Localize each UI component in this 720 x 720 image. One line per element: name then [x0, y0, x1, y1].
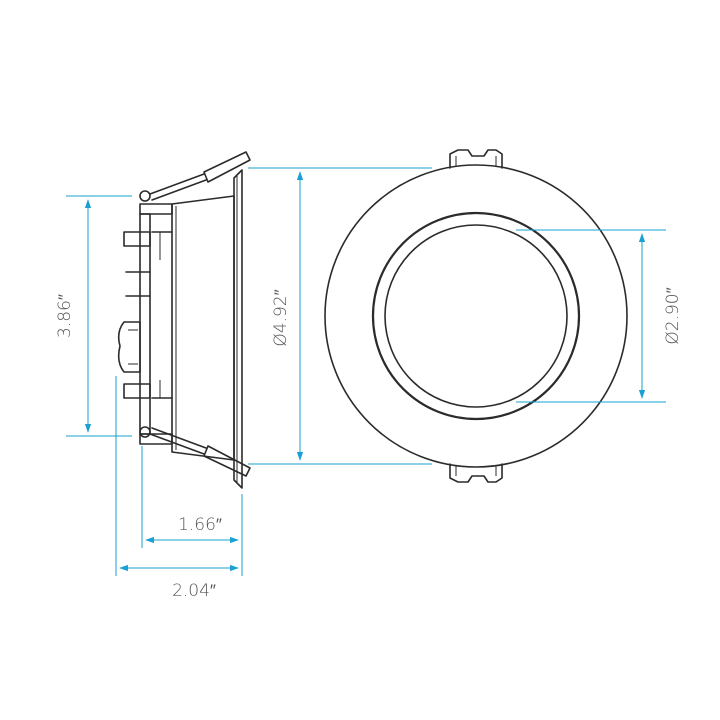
bottom-cap — [139, 433, 173, 445]
front-view — [324, 149, 628, 483]
top-cap — [139, 203, 173, 215]
aperture-diameter-label: Ø2.90″ — [663, 287, 683, 344]
top-clip-housing — [449, 149, 503, 169]
heat-sink-fins — [123, 231, 173, 399]
bottom-clip-housing — [449, 463, 503, 483]
trim-flange — [233, 169, 243, 489]
lens-circle — [384, 224, 568, 408]
trim-outer-circle — [324, 164, 628, 468]
body-depth-dimension — [141, 446, 243, 576]
height-label: 3.86″ — [55, 294, 75, 338]
height-dimension — [66, 195, 132, 437]
top-spring-clip — [139, 151, 251, 202]
dimension-lines: 3.86″ Ø4.92″ Ø2.90″ 1.66″ 2.04″ — [55, 167, 683, 601]
side-view — [117, 151, 251, 489]
trim-diameter-dimension — [248, 167, 432, 465]
overall-depth-dimension — [115, 376, 239, 576]
overall-depth-label: 2.04″ — [172, 581, 216, 601]
heat-sink-plate — [139, 213, 151, 435]
aperture-diameter-dimension — [516, 229, 666, 403]
housing-body — [171, 195, 235, 461]
trim-diameter-label: Ø4.92″ — [271, 289, 291, 346]
aperture-outer-circle — [371, 211, 581, 421]
body-depth-label: 1.66″ — [178, 515, 222, 535]
connector-tab — [117, 321, 141, 373]
bottom-spring-clip — [139, 426, 251, 477]
